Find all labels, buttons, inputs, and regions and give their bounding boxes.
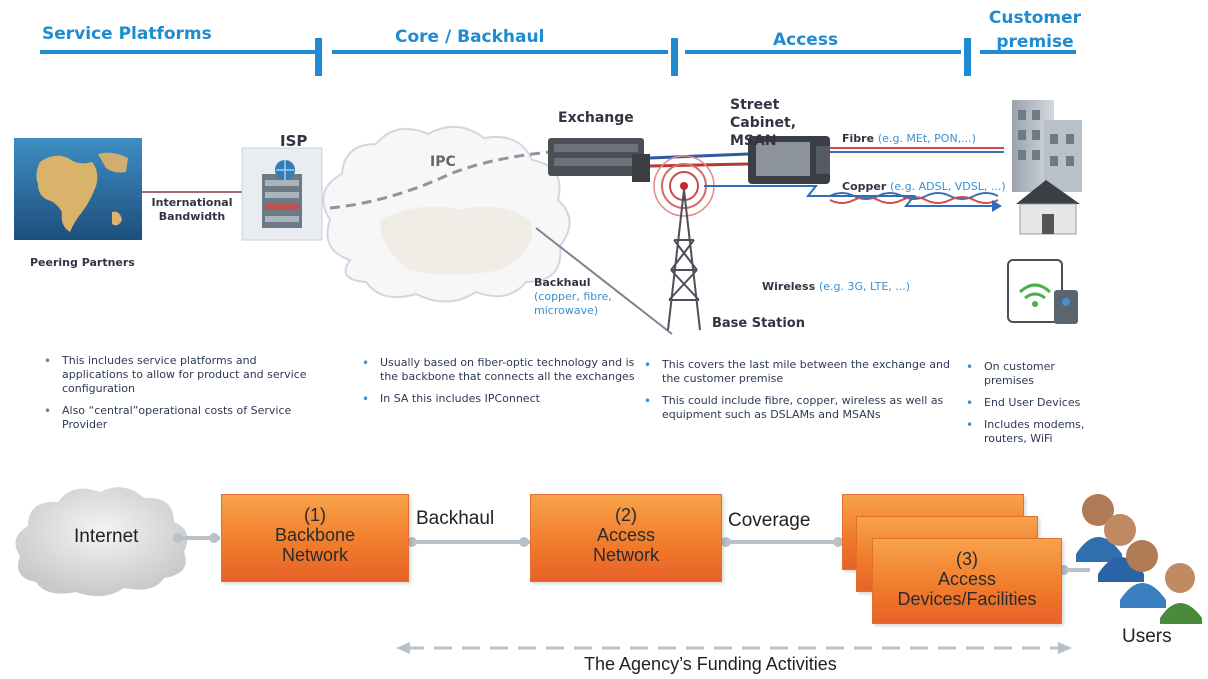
isp-label: ISP [280,132,308,150]
base-station-label: Base Station [712,316,805,331]
segment-title-customer-premise: Customer premise [988,8,1082,52]
bullet-item: This covers the last mile between the ex… [640,358,950,386]
fibre-examples: (e.g. MEt, PON,...) [877,132,976,145]
international-bandwidth-label: International Bandwidth [151,196,233,223]
bullet-item: In SA this includes IPConnect [358,392,638,406]
wireless-link [704,185,992,207]
wireless-examples: (e.g. 3G, LTE, ...) [818,280,911,293]
house-icon [1016,180,1080,235]
segment-line-3 [685,50,961,54]
office-building-icon [1012,100,1082,192]
world-map-icon [14,138,142,240]
backbone-number: (1) [304,505,326,525]
bullet-item: On customer premises [962,360,1092,388]
service-platforms-bullets: This includes service platforms and appl… [40,354,310,440]
exchange-equipment-icon [548,138,650,182]
access-devices-box: (3) Access Devices/Facilities [872,538,1062,624]
access-network-label: Access Network [592,525,659,565]
copper-label: Copper (e.g. ADSL, VDSL, ...) [842,180,1006,193]
access-network-box: (2) Access Network [530,494,722,582]
segment-title-service-platforms: Service Platforms [42,24,212,44]
base-station-tower-icon [653,155,715,331]
exchange-cabinet-copper [649,162,749,168]
peering-partners-label: Peering Partners [30,256,135,269]
access-network-number: (2) [615,505,637,525]
segment-line-2 [332,50,668,54]
bullet-item: This could include fibre, copper, wirele… [640,394,950,422]
backhaul-flow-label: Backhaul [416,508,495,529]
copper-title: Copper [842,180,887,193]
core-link-dashed [329,150,551,210]
backhaul-label: Backhaul (copper, fibre, microwave) [534,276,634,318]
backbone-label: Backbone Network [274,525,356,565]
segment-line-1 [40,50,316,54]
ipc-label: IPC [430,154,456,170]
internet-label: Internet [74,526,139,547]
coverage-flow-label: Coverage [728,510,811,531]
users-label: Users [1122,626,1172,647]
segment-divider-2 [671,38,678,76]
wireless-label: Wireless (e.g. 3G, LTE, ...) [762,280,910,293]
access-bullets: This covers the last mile between the ex… [640,358,950,430]
backhaul-link [535,227,673,335]
internet-cloud-icon [15,487,188,597]
bullet-item: Includes modems, routers, WiFi [962,418,1092,446]
copper-examples: (e.g. ADSL, VDSL, ...) [890,180,1006,193]
ipc-cloud-icon [322,126,571,303]
flow-diagram [15,487,1202,654]
segment-divider-1 [315,38,322,76]
exchange-cabinet-fibre [649,152,749,160]
users-group-icon [1076,494,1202,624]
backbone-network-box: (1) Backbone Network [221,494,409,582]
bullet-item: Usually based on fiber-optic technology … [358,356,638,384]
backhaul-examples: (copper, fibre, microwave) [534,290,612,317]
bullet-item: Also “central”operational costs of Servi… [40,404,310,432]
bullet-item: This includes service platforms and appl… [40,354,310,396]
funding-activities-label: The Agency’s Funding Activities [584,654,837,674]
access-devices-number: (3) [956,549,978,569]
tablet-wifi-icon [1007,259,1078,324]
segment-line-4 [980,50,1076,54]
core-bullets: Usually based on fiber-optic technology … [358,356,638,414]
backhaul-title: Backhaul [534,276,591,289]
access-devices-label: Access Devices/Facilities [897,569,1037,609]
fibre-label: Fibre (e.g. MEt, PON,...) [842,132,976,145]
wireless-title: Wireless [762,280,816,293]
isp-server-icon [241,147,323,241]
segment-title-access: Access [773,30,839,50]
segment-divider-3 [964,38,971,76]
street-cabinet-label: Street Cabinet, MSAN [730,97,797,149]
segment-title-core-backhaul: Core / Backhaul [395,27,545,47]
network-diagram [14,100,1082,335]
bullet-item: End User Devices [962,396,1092,410]
street-cabinet-icon [748,136,830,184]
fibre-title: Fibre [842,132,875,145]
customer-bullets: On customer premises End User Devices In… [962,360,1092,454]
exchange-label: Exchange [558,110,634,126]
